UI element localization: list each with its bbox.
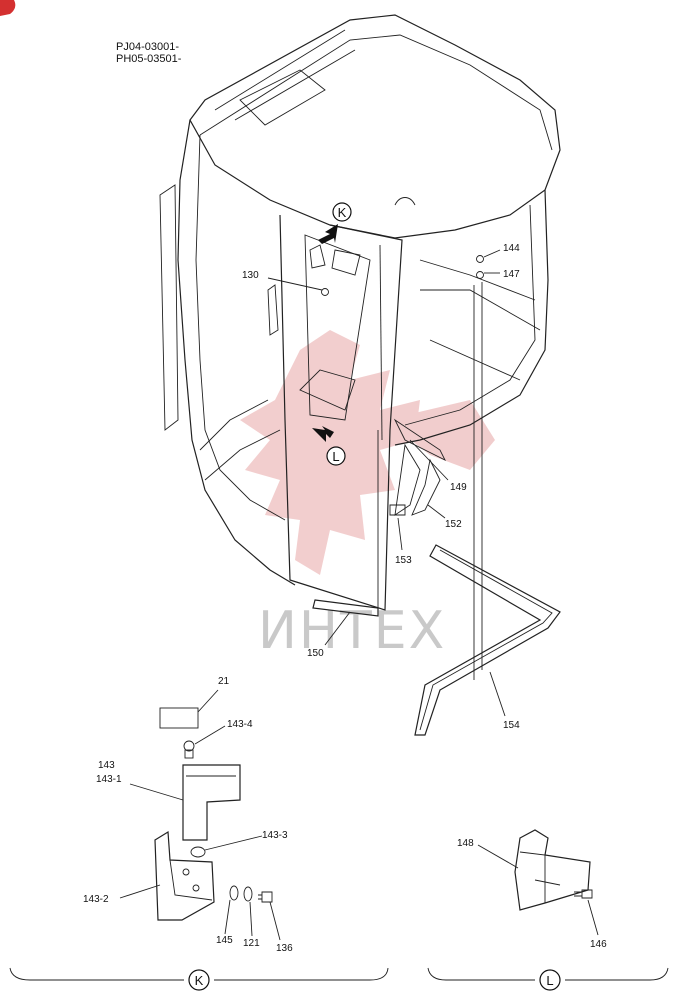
svg-text:L: L [546,973,553,988]
watermark-logo [240,330,495,575]
bolt-130-icon [321,288,329,296]
bracket-143-2 [154,830,215,921]
view-marker-k: K [332,202,352,222]
washer-145-icon [229,885,239,901]
part-label-152: 152 [445,519,462,530]
detail-k: 21 143-4 143 143-1 143-3 143-2 [83,676,293,954]
svg-text:K: K [338,205,347,220]
bolt-136-icon [258,891,273,903]
part-label-154: 154 [503,720,520,731]
detail-l: 148 146 [457,829,607,950]
cab-frame [159,14,561,680]
part-label-145: 145 [216,935,233,946]
part-label-144: 144 [503,243,520,254]
view-marker-l: L [326,446,346,466]
washer-121-icon [243,886,253,902]
svg-text:L: L [332,449,339,464]
svg-text:K: K [195,973,204,988]
part-label-136: 136 [276,943,293,954]
arrow-k-icon [318,224,338,244]
part-label-121: 121 [243,938,260,949]
bolt-146-icon [574,889,593,899]
washer-147-icon [476,271,484,279]
section-bracket-l: L [427,967,669,991]
part-label-21: 21 [218,676,230,687]
part-label-143-3: 143-3 [262,830,288,841]
label-plate-21 [159,707,199,729]
part-label-148: 148 [457,838,474,849]
serial-line-2: PH05-03501- [116,53,182,65]
part-label-143-1: 143-1 [96,774,122,785]
part-label-143-2: 143-2 [83,894,109,905]
corner-badge [0,0,16,16]
section-bracket-k: K [9,967,389,991]
seal-loop-154 [414,544,561,736]
serial-line-1: PJ04-03001- [116,41,179,53]
watermark-text: ИНТЕХ [258,601,446,661]
nut-143-3-icon [190,846,206,858]
part-label-143-4: 143-4 [227,719,253,730]
part-label-150: 150 [307,648,324,659]
bolt-143-4-icon [183,740,195,759]
bolt-144-icon [476,255,484,263]
bracket-143-1 [182,764,241,841]
part-label-149: 149 [450,482,467,493]
part-label-146: 146 [590,939,607,950]
leader-lines-upper [267,249,506,717]
part-label-147: 147 [503,269,520,280]
arrow-l-icon [312,426,334,442]
seal-strip-150 [312,599,379,617]
part-label-143: 143 [98,760,115,771]
part-label-130: 130 [242,270,259,281]
bracket-148 [514,829,591,911]
part-label-153: 153 [395,555,412,566]
